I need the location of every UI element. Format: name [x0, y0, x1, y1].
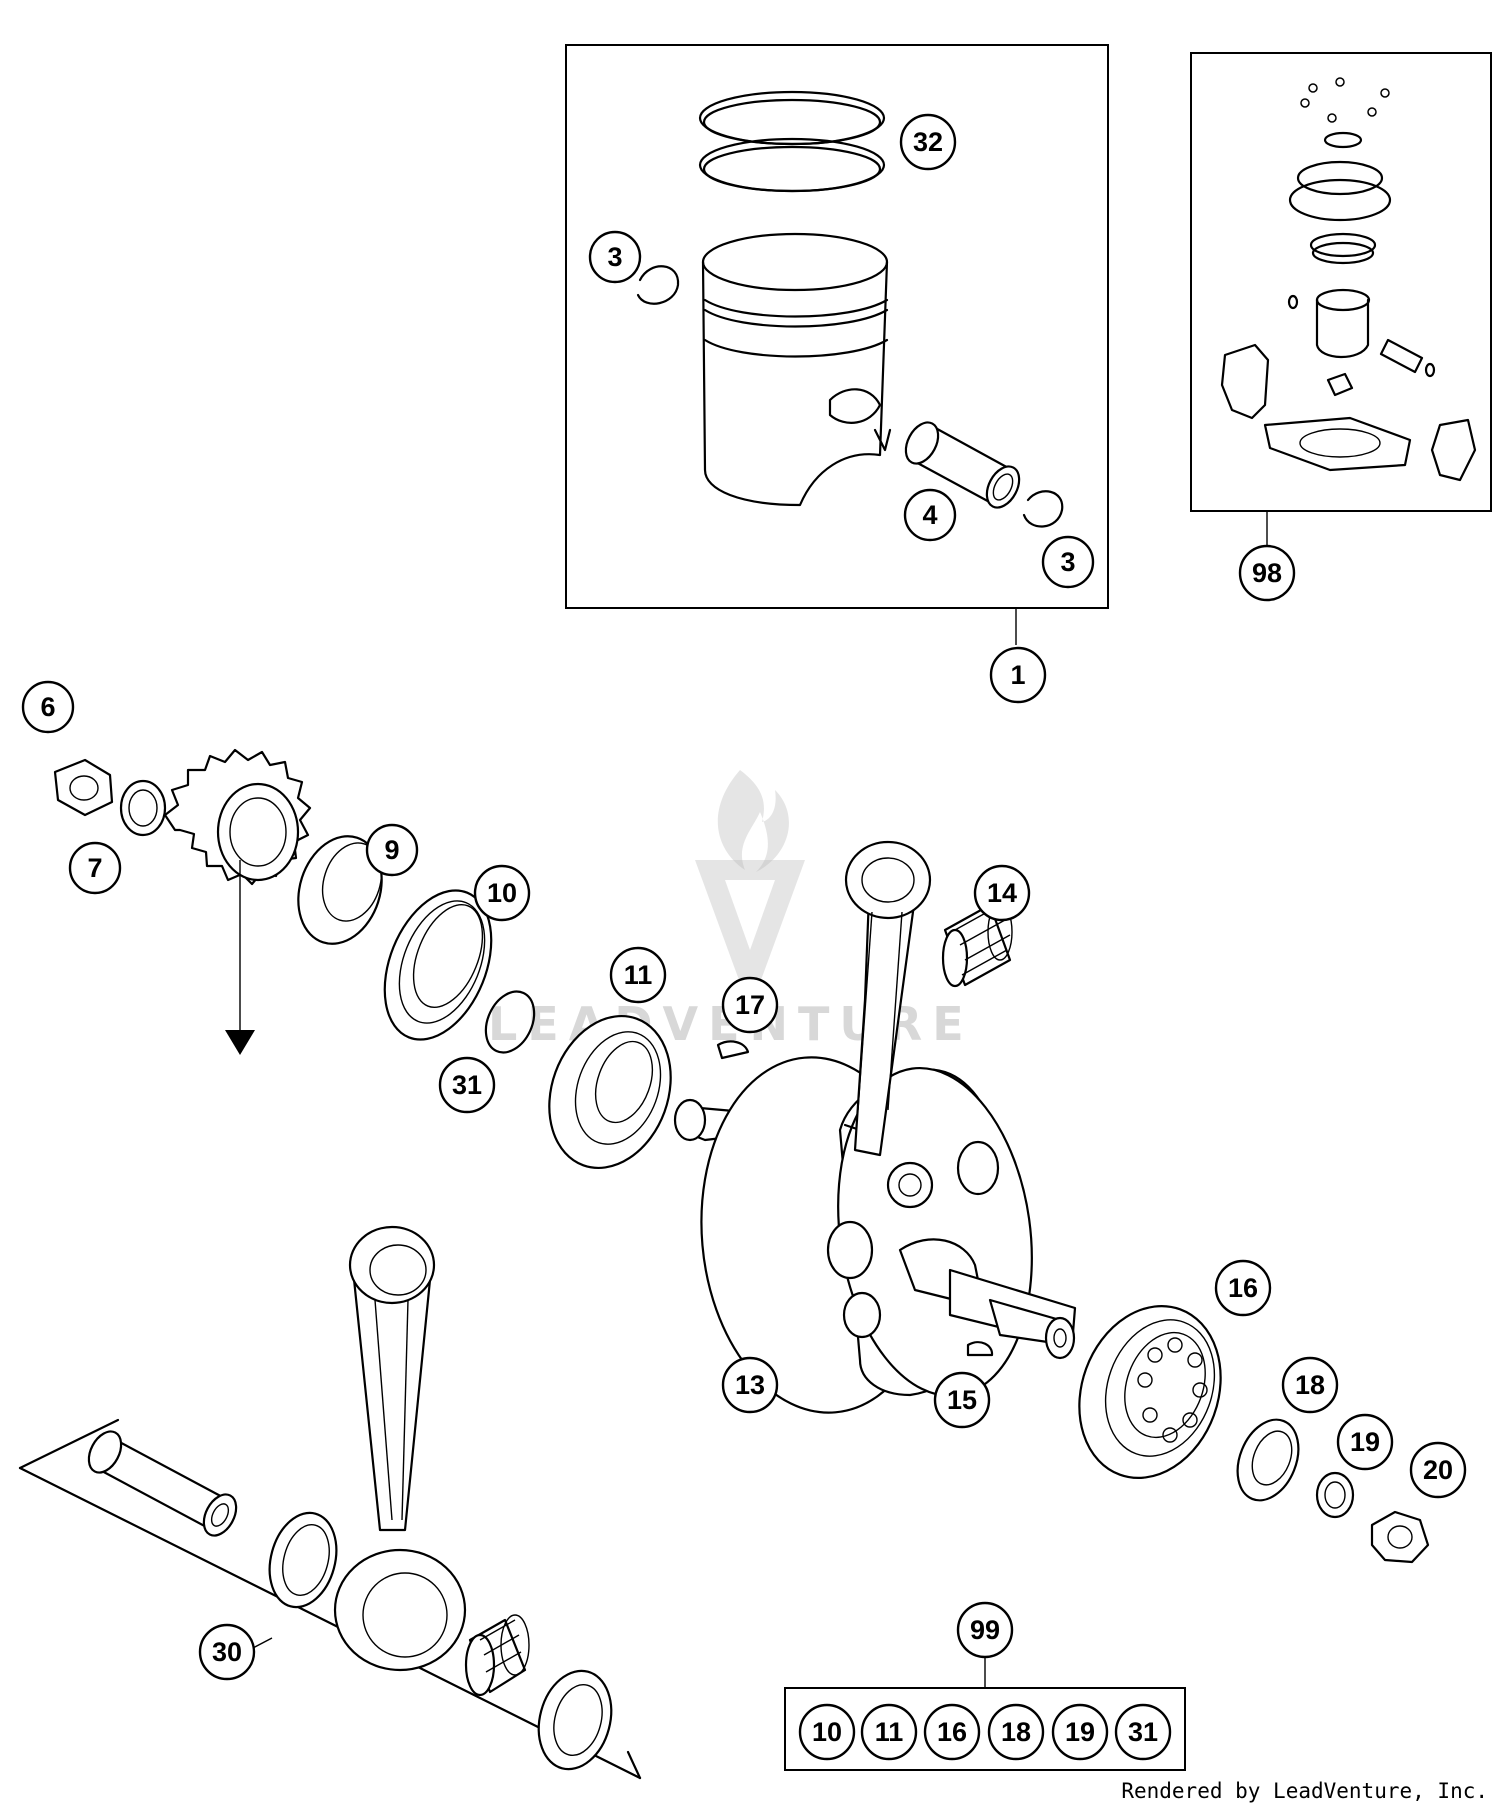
o-ring — [484, 990, 536, 1054]
callout-16: 16 — [1214, 1259, 1272, 1317]
callout-98: 98 — [1238, 544, 1296, 602]
callout-13: 13 — [721, 1356, 779, 1414]
svg-text:31: 31 — [452, 1070, 482, 1100]
svg-text:15: 15 — [947, 1385, 977, 1415]
kit-99-item: 11 — [860, 1703, 918, 1761]
callout-11: 11 — [609, 946, 667, 1004]
gasket-kit-frame — [1190, 52, 1492, 512]
svg-text:1: 1 — [1010, 660, 1025, 690]
crankshaft-assembly — [673, 840, 1077, 1414]
svg-text:3: 3 — [1060, 547, 1075, 577]
callout-10: 10 — [473, 864, 531, 922]
kit-99-item: 10 — [798, 1703, 856, 1761]
svg-text:99: 99 — [970, 1615, 1000, 1645]
svg-text:6: 6 — [40, 692, 55, 722]
kit-99-item: 31 — [1114, 1703, 1172, 1761]
svg-text:30: 30 — [212, 1637, 242, 1667]
callout-7: 7 — [68, 841, 122, 895]
svg-text:98: 98 — [1252, 558, 1282, 588]
gasket-kit-parts — [1220, 77, 1477, 482]
svg-text:7: 7 — [87, 853, 102, 883]
lock-washer-left — [119, 779, 167, 837]
svg-text:18: 18 — [1001, 1717, 1031, 1747]
callout-20: 20 — [1409, 1441, 1467, 1499]
circlip-left — [636, 265, 680, 305]
callout-4: 4 — [903, 488, 957, 542]
piston-pin — [904, 421, 1021, 509]
circlip-right — [1022, 490, 1064, 528]
svg-text:10: 10 — [812, 1717, 842, 1747]
callout-17: 17 — [721, 976, 779, 1034]
svg-text:18: 18 — [1295, 1370, 1325, 1400]
connecting-rod-kit — [18, 1225, 642, 1780]
svg-text:14: 14 — [987, 878, 1017, 908]
shaft-seal — [383, 889, 493, 1041]
kit-99-item: 19 — [1051, 1703, 1109, 1761]
kit-99-item: 16 — [923, 1703, 981, 1761]
callout-3-right: 3 — [1041, 535, 1095, 589]
callout-9: 9 — [365, 823, 419, 877]
callout-18: 18 — [1281, 1356, 1339, 1414]
svg-text:19: 19 — [1065, 1717, 1095, 1747]
svg-text:16: 16 — [937, 1717, 967, 1747]
callout-6: 6 — [21, 680, 75, 734]
needle-bearing-upper — [941, 903, 1013, 988]
render-credit: Rendered by LeadVenture, Inc. — [1121, 1779, 1488, 1803]
callout-31: 31 — [438, 1056, 496, 1114]
main-bearing-right — [1078, 1304, 1222, 1480]
spacer-right — [1236, 1418, 1300, 1502]
piston — [701, 232, 892, 507]
svg-text:10: 10 — [487, 878, 517, 908]
svg-text:4: 4 — [922, 500, 937, 530]
flange-nut-right — [1370, 1510, 1430, 1564]
callout-32: 32 — [899, 113, 957, 171]
callout-1: 1 — [989, 646, 1047, 704]
svg-text:16: 16 — [1228, 1273, 1258, 1303]
svg-text:9: 9 — [384, 835, 399, 865]
svg-text:13: 13 — [735, 1370, 765, 1400]
callout-14: 14 — [973, 864, 1031, 922]
svg-text:19: 19 — [1350, 1427, 1380, 1457]
callout-15: 15 — [933, 1371, 991, 1429]
lock-washer-right — [1315, 1471, 1355, 1519]
main-bearing-left — [548, 1014, 672, 1170]
callout-3-left: 3 — [588, 230, 642, 284]
hex-nut-left — [53, 758, 114, 817]
svg-text:11: 11 — [624, 960, 653, 990]
svg-text:20: 20 — [1423, 1455, 1453, 1485]
piston-rings — [698, 90, 886, 193]
svg-text:31: 31 — [1128, 1717, 1158, 1747]
woodruff-key-lower — [966, 1341, 994, 1357]
callout-19: 19 — [1336, 1413, 1394, 1471]
svg-text:32: 32 — [913, 127, 943, 157]
spacer-ring — [297, 835, 383, 945]
kit-99-item: 18 — [987, 1703, 1045, 1761]
callout-99: 99 — [956, 1601, 1014, 1659]
primary-gear — [163, 748, 312, 1055]
svg-text:3: 3 — [607, 242, 622, 272]
svg-text:11: 11 — [875, 1717, 904, 1747]
bearing-kit-frame — [784, 1687, 1186, 1771]
piston-kit-frame — [565, 44, 1109, 609]
svg-text:17: 17 — [735, 990, 765, 1020]
callout-30: 30 — [198, 1623, 256, 1681]
woodruff-key-upper — [716, 1040, 750, 1060]
